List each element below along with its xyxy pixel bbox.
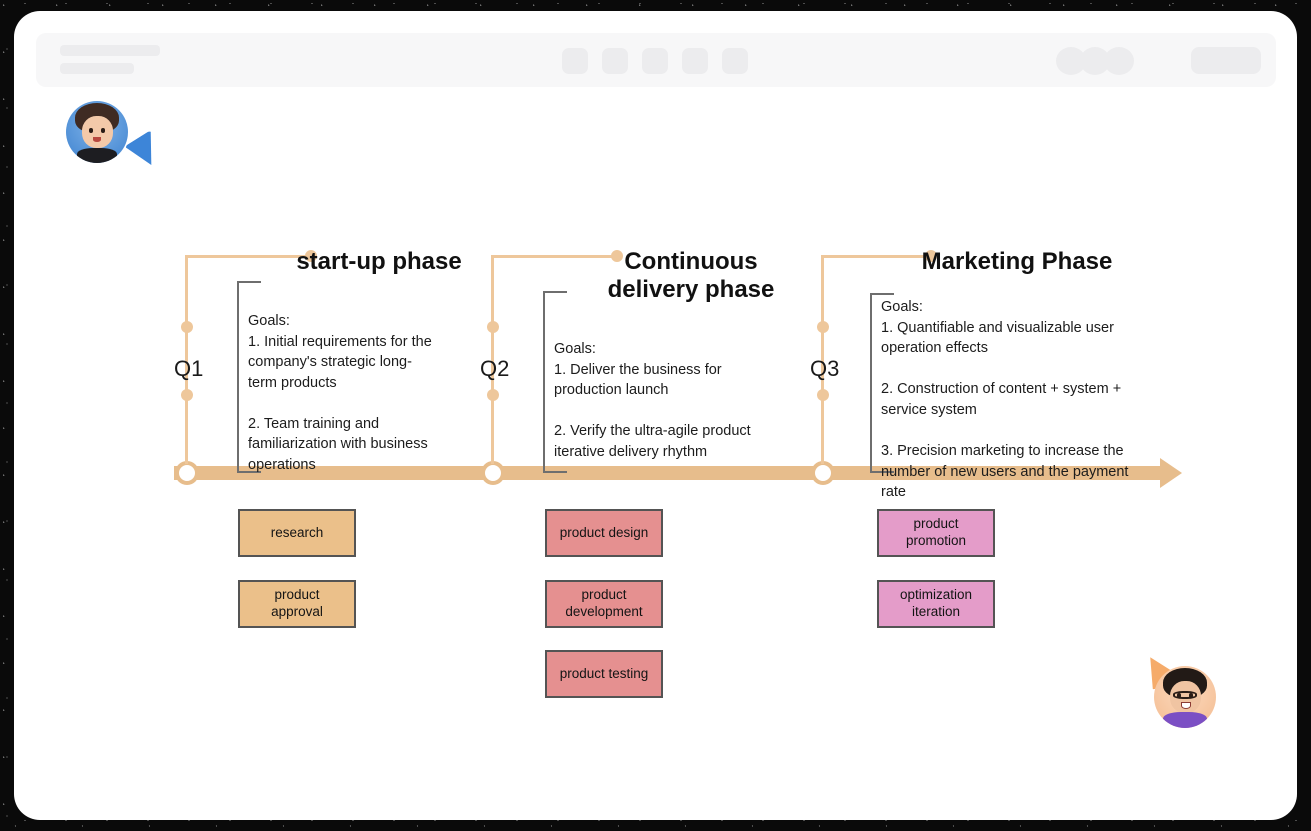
connector-hline-q2 <box>491 255 617 258</box>
avatar-face <box>66 101 128 163</box>
milestone-label-q2: Q2 <box>480 356 510 381</box>
avatar-group[interactable] <box>1056 47 1136 75</box>
toolbar-button-5[interactable] <box>722 48 748 74</box>
phase-tag-product-promotion[interactable]: product promotion <box>877 509 995 557</box>
connector-dot-q2-upper <box>487 321 499 333</box>
phase-title-q2: Continuous delivery phase <box>607 248 775 304</box>
milestone-label-q1: Q1 <box>174 356 204 381</box>
goals-text-q1: Goals: 1. Initial requirements for the c… <box>248 313 432 474</box>
app-toolbar <box>36 33 1276 87</box>
phase-tag-product-development[interactable]: product development <box>545 580 663 628</box>
connector-dot-q3-lower <box>817 389 829 401</box>
toolbar-button-2[interactable] <box>602 48 628 74</box>
avatar-group-item-3 <box>1104 47 1134 75</box>
avatar <box>66 101 128 163</box>
connector-vline-q1 <box>185 278 188 464</box>
connector-vline-q3 <box>821 278 824 464</box>
milestone-node-q1[interactable] <box>175 461 199 485</box>
phase-tag-product-design[interactable]: product design <box>545 509 663 557</box>
avatar <box>1154 666 1216 728</box>
connector-dot-q2-lower <box>487 389 499 401</box>
phase-title-q1: start-up phase <box>296 248 462 275</box>
connector-dot-q1-title <box>305 250 317 262</box>
avatar-face <box>1154 666 1216 728</box>
subtitle-placeholder-bar <box>60 63 134 74</box>
goals-bracket-q2 <box>543 291 567 473</box>
phase-title-q3: Marketing Phase <box>921 248 1113 275</box>
milestone-node-q2[interactable] <box>481 461 505 485</box>
title-placeholder-bar <box>60 45 160 56</box>
share-button[interactable] <box>1191 47 1261 74</box>
connector-dot-q3-upper <box>817 321 829 333</box>
connector-dot-q2-title <box>611 250 623 262</box>
connector-hline-q1 <box>185 255 311 258</box>
timeline-diagram: Q1 start-up phase Goals: 1. Initial requ… <box>14 11 1297 820</box>
goals-bracket-q3 <box>870 293 894 473</box>
timeline-arrow-icon <box>1160 458 1182 488</box>
connector-dot-q1-lower <box>181 389 193 401</box>
app-window: Q1 start-up phase Goals: 1. Initial requ… <box>14 11 1297 820</box>
connector-elbow-q1 <box>185 255 188 280</box>
goals-bracket-q1 <box>237 281 261 473</box>
timeline-axis <box>174 466 1164 480</box>
toolbar-button-3[interactable] <box>642 48 668 74</box>
toolbar-button-4[interactable] <box>682 48 708 74</box>
phase-tag-optimization-iteration[interactable]: optimization iteration <box>877 580 995 628</box>
phase-tag-research[interactable]: research <box>238 509 356 557</box>
milestone-node-q3[interactable] <box>811 461 835 485</box>
connector-elbow-q3 <box>821 255 824 280</box>
goals-text-q3: Goals: 1. Quantifiable and visualizable … <box>881 299 1129 501</box>
connector-dot-q1-upper <box>181 321 193 333</box>
milestone-label-q3: Q3 <box>810 356 840 381</box>
goals-text-q2: Goals: 1. Deliver the business for produ… <box>554 341 751 460</box>
phase-tag-product-approval[interactable]: product approval <box>238 580 356 628</box>
toolbar-button-1[interactable] <box>562 48 588 74</box>
connector-elbow-q2 <box>491 255 494 280</box>
phase-tag-product-testing[interactable]: product testing <box>545 650 663 698</box>
connector-vline-q2 <box>491 278 494 464</box>
connector-hline-q3 <box>821 255 931 258</box>
connector-dot-q3-title <box>925 250 937 262</box>
